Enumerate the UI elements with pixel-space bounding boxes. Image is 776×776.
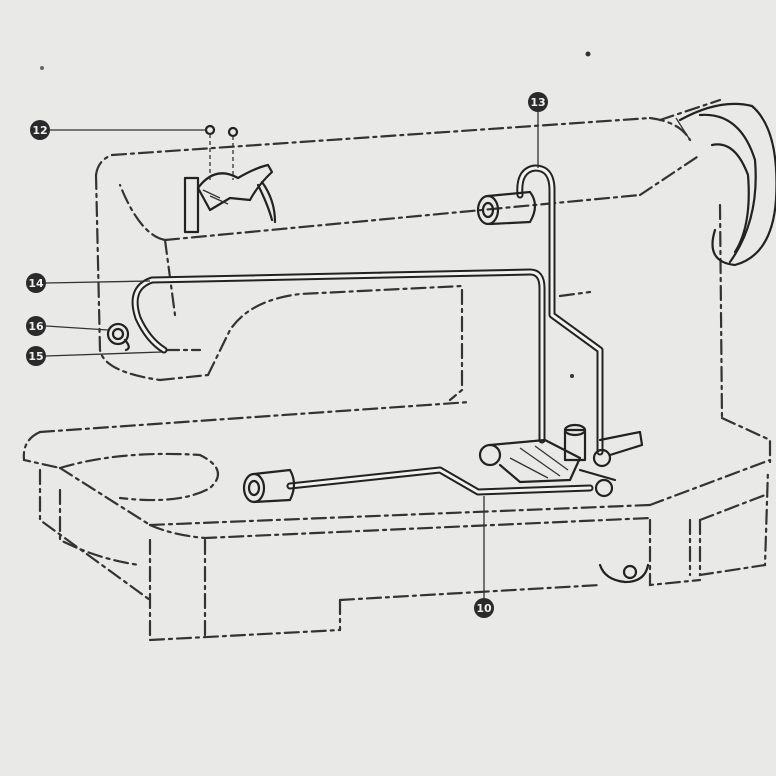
callout-12-label: 12 xyxy=(32,124,47,137)
callout-14: 14 xyxy=(26,273,46,293)
machine-bed-outline xyxy=(22,400,772,642)
paper-speck xyxy=(40,66,44,70)
upper-cylinder xyxy=(476,190,537,226)
callout-15-label: 15 xyxy=(28,350,43,363)
oil-tube-10 xyxy=(286,466,594,496)
leader-lines xyxy=(45,112,539,598)
paper-speck xyxy=(585,51,591,57)
machine-arm-outline xyxy=(94,98,724,422)
lower-cylinder xyxy=(242,468,296,504)
oil-tube-14 xyxy=(131,268,546,444)
callout-14-label: 14 xyxy=(28,277,44,290)
callout-16-label: 16 xyxy=(28,320,44,333)
thread-take-up-parts xyxy=(106,163,277,352)
handwheel xyxy=(675,102,776,267)
callout-15: 15 xyxy=(26,346,46,366)
shuttle-mechanism xyxy=(478,423,644,498)
callout-13-label: 13 xyxy=(530,96,545,109)
callout-12: 12 xyxy=(30,120,50,140)
paper-speck xyxy=(570,374,574,378)
oil-tube-13 xyxy=(516,164,604,456)
screws xyxy=(204,124,239,180)
callout-10: 10 xyxy=(474,598,494,618)
callout-13: 13 xyxy=(528,92,548,112)
callout-10-label: 10 xyxy=(476,602,492,615)
callout-16: 16 xyxy=(26,316,46,336)
